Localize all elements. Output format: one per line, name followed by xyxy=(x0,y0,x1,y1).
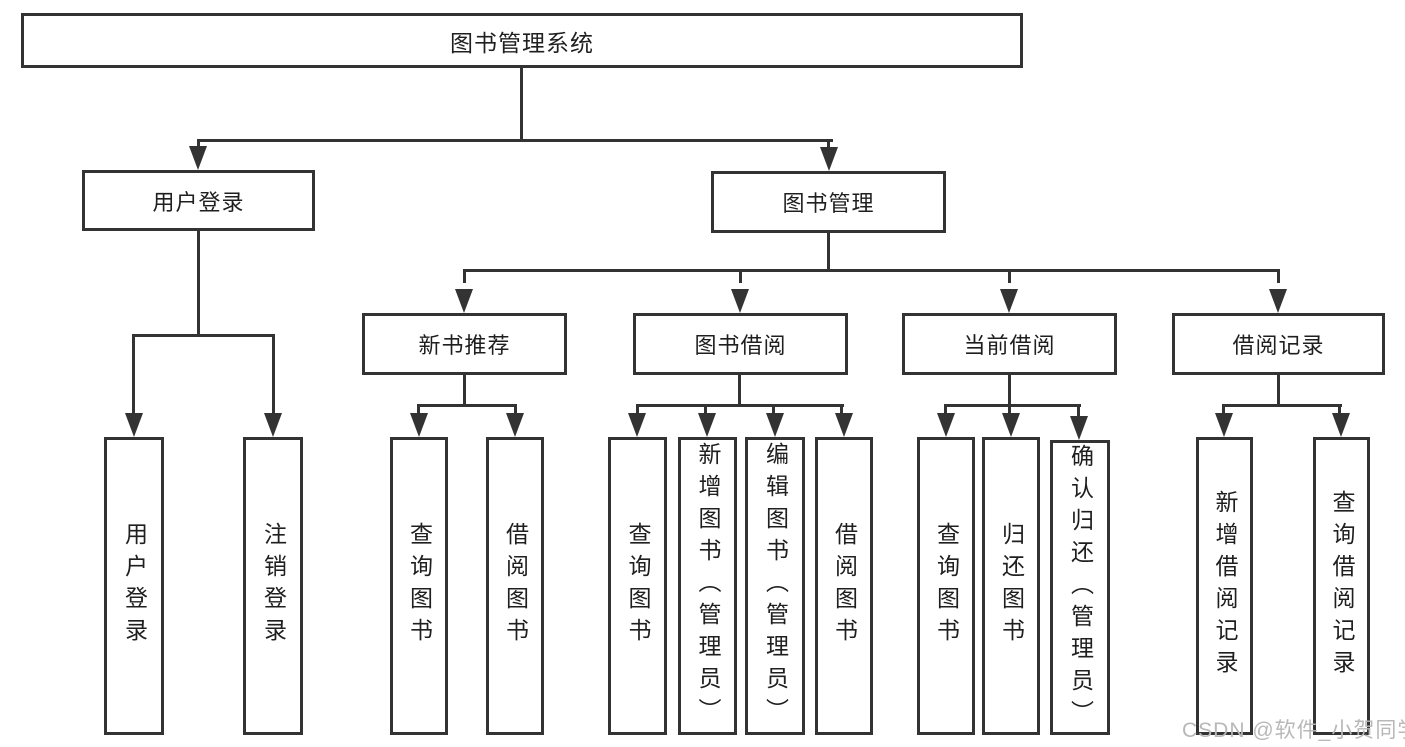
node-label: 图书管理 xyxy=(782,191,875,216)
connector-line xyxy=(944,404,947,416)
arrowhead-down-icon xyxy=(698,413,716,437)
leaf-user-login: 用户登录 xyxy=(104,437,164,735)
arrowhead-down-icon xyxy=(506,413,524,437)
node-label: 确认归还（管理员） xyxy=(1067,443,1094,732)
arrowhead-down-icon xyxy=(1269,289,1287,313)
connector-line xyxy=(417,404,420,416)
arrowhead-down-icon xyxy=(820,147,838,171)
arrowhead-down-icon xyxy=(1000,289,1018,313)
node-label: 查询图书 xyxy=(406,522,433,650)
leaf-borrow-books: 借阅图书 xyxy=(815,437,873,735)
node-label: 当前借阅 xyxy=(963,333,1056,358)
arrowhead-down-icon xyxy=(1332,413,1350,437)
node-label: 编辑图书（管理员） xyxy=(762,442,789,730)
connector-line xyxy=(636,404,639,416)
node-label: 图书借阅 xyxy=(694,333,787,358)
node-label: 借阅图书 xyxy=(831,522,858,650)
arrowhead-down-icon xyxy=(125,413,143,437)
node-label: 图书管理系统 xyxy=(450,29,594,56)
node-label: 借阅记录 xyxy=(1232,333,1325,358)
node-label: 新书推荐 xyxy=(418,333,511,358)
connector-line xyxy=(1222,404,1225,416)
leaf-logout: 注销登录 xyxy=(243,437,303,735)
node-label: 借阅图书 xyxy=(502,522,529,650)
connector-line xyxy=(132,334,275,337)
connector-line xyxy=(1277,269,1280,283)
leaf-query-books-current: 查询图书 xyxy=(917,437,975,735)
node-label: 查询借阅记录 xyxy=(1329,490,1355,682)
arrowhead-down-icon xyxy=(189,146,207,170)
node-new-book-recommend: 新书推荐 xyxy=(362,313,567,375)
node-label: 注销登录 xyxy=(260,522,287,650)
connector-line xyxy=(1077,404,1080,416)
connector-line xyxy=(1277,375,1280,407)
node-current-borrowing: 当前借阅 xyxy=(902,313,1117,375)
connector-line xyxy=(197,139,833,142)
arrowhead-down-icon xyxy=(455,289,473,313)
leaf-edit-books-admin: 编辑图书（管理员） xyxy=(745,437,805,735)
node-book-management: 图书管理 xyxy=(711,171,946,233)
connector-line xyxy=(417,404,517,407)
connector-line xyxy=(1222,404,1342,407)
arrowhead-down-icon xyxy=(1070,416,1088,440)
connector-line xyxy=(827,139,830,153)
arrowhead-down-icon xyxy=(410,413,428,437)
node-label: 查询图书 xyxy=(933,522,960,650)
node-user-login: 用户登录 xyxy=(82,170,315,231)
arrowhead-down-icon xyxy=(628,413,646,437)
connector-line xyxy=(1008,269,1011,283)
connector-line xyxy=(520,68,523,142)
connector-line xyxy=(739,269,742,283)
connector-line xyxy=(463,269,466,283)
node-root-library-management-system: 图书管理系统 xyxy=(21,13,1023,68)
connector-line xyxy=(1008,404,1011,416)
node-label: 查询图书 xyxy=(625,522,651,650)
connector-line xyxy=(1008,375,1011,407)
leaf-return-books: 归还图书 xyxy=(982,437,1040,735)
arrowhead-down-icon xyxy=(835,413,853,437)
arrowhead-down-icon xyxy=(1002,413,1020,437)
leaf-confirm-return-admin: 确认归还（管理员） xyxy=(1050,440,1110,735)
leaf-query-books-recommend: 查询图书 xyxy=(390,437,448,735)
connector-line xyxy=(463,269,1280,272)
connector-line xyxy=(636,404,844,407)
leaf-query-borrow-record: 查询借阅记录 xyxy=(1313,437,1370,735)
leaf-add-borrow-record: 新增借阅记录 xyxy=(1196,437,1253,735)
node-borrow-records: 借阅记录 xyxy=(1172,313,1385,375)
csdn-watermark: CSDN @软件_小贺同学 xyxy=(1182,719,1405,742)
arrowhead-down-icon xyxy=(731,289,749,313)
arrowhead-down-icon xyxy=(937,413,955,437)
connector-line xyxy=(738,375,741,407)
connector-line xyxy=(772,404,775,416)
arrowhead-down-icon xyxy=(1215,413,1233,437)
leaf-borrow-books-recommend: 借阅图书 xyxy=(486,437,544,735)
arrowhead-down-icon xyxy=(264,413,282,437)
connector-line xyxy=(463,375,466,407)
connector-line xyxy=(1338,404,1341,416)
leaf-query-books-borrowing: 查询图书 xyxy=(608,437,667,735)
connector-line xyxy=(197,231,200,337)
connector-line xyxy=(827,233,830,272)
node-book-borrowing: 图书借阅 xyxy=(633,313,848,375)
node-label: 归还图书 xyxy=(998,522,1025,650)
leaf-add-books-admin: 新增图书（管理员） xyxy=(678,437,737,735)
connector-line xyxy=(272,334,275,419)
node-label: 新增借阅记录 xyxy=(1212,490,1238,682)
connector-line xyxy=(132,334,135,419)
connector-line xyxy=(944,404,1081,407)
connector-line xyxy=(704,404,707,416)
connector-line xyxy=(840,404,843,416)
node-label: 用户登录 xyxy=(152,189,245,215)
connector-line xyxy=(514,404,517,416)
node-label: 新增图书（管理员） xyxy=(695,442,721,730)
arrowhead-down-icon xyxy=(766,413,784,437)
node-label: 用户登录 xyxy=(121,522,148,650)
